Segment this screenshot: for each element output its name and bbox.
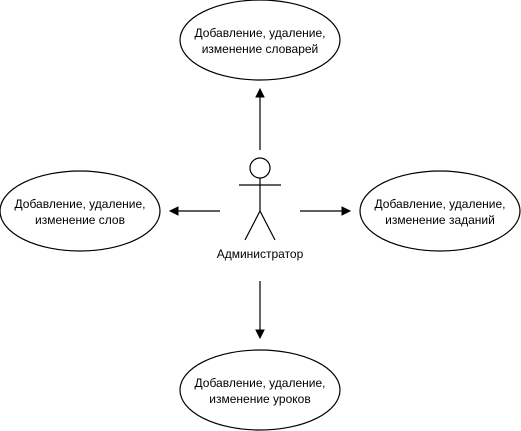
use-case-dictionaries: Добавление, удаление, изменение словарей bbox=[179, 0, 341, 81]
actor-right-leg bbox=[259, 210, 276, 241]
arrowhead-down bbox=[255, 329, 265, 340]
arrowhead-left bbox=[168, 206, 179, 216]
use-case-label-line1: Добавление, удаление, bbox=[195, 26, 326, 40]
arrowhead-up bbox=[255, 87, 265, 98]
use-case-tasks: Добавление, удаление, изменение заданий bbox=[359, 170, 521, 252]
use-case-lessons: Добавление, удаление, изменение уроков bbox=[179, 349, 341, 431]
use-case-label-line2: изменение уроков bbox=[209, 392, 310, 406]
arrowhead-right bbox=[341, 206, 352, 216]
use-case-ellipse bbox=[179, 349, 341, 431]
use-case-label-line2: изменение заданий bbox=[385, 213, 495, 227]
actor-name: Администратор bbox=[217, 247, 304, 261]
use-case-label-line1: Добавление, удаление, bbox=[375, 197, 506, 211]
use-case-ellipse bbox=[0, 170, 161, 252]
use-case-label-line1: Добавление, удаление, bbox=[195, 376, 326, 390]
actor: Администратор bbox=[217, 157, 304, 261]
use-case-label-line2: изменение словарей bbox=[202, 42, 319, 56]
actor-left-leg bbox=[244, 210, 261, 241]
associations bbox=[168, 87, 352, 340]
use-case-words: Добавление, удаление, изменение слов bbox=[0, 170, 161, 252]
use-case-label-line2: изменение слов bbox=[35, 213, 125, 227]
actor-head bbox=[249, 157, 271, 179]
use-case-ellipse bbox=[179, 0, 341, 81]
use-case-ellipse bbox=[359, 170, 521, 252]
use-case-label-line1: Добавление, удаление, bbox=[15, 197, 146, 211]
